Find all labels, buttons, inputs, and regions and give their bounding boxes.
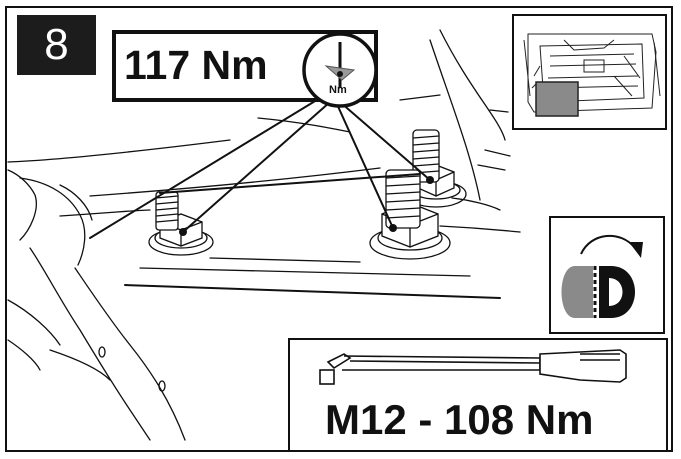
torque-value: 117 Nm [124, 42, 268, 88]
leader-line-cross [159, 173, 421, 194]
target-dot-front [389, 224, 397, 232]
arm-outline [7, 339, 41, 371]
bolt-thread-back [412, 135, 440, 174]
side-indicator-box [549, 216, 665, 334]
arm-hole [158, 380, 166, 392]
leader-line-extra [89, 94, 326, 239]
arm-outline [49, 349, 111, 381]
target-dot-back [426, 176, 434, 184]
leader-line-front [335, 101, 394, 229]
arm-outline [7, 299, 61, 346]
tool-spec-label: M12 - 108 Nm [325, 396, 594, 443]
leader-line-back [339, 101, 431, 181]
torque-icon-unit: Nm [329, 84, 347, 96]
bolt-stud-front [385, 169, 421, 229]
frame-line [484, 149, 511, 157]
target-dot-left [179, 228, 187, 236]
highlight-region [535, 81, 579, 117]
torque-wrench-icon [302, 32, 378, 108]
location-thumbnail [512, 14, 667, 130]
arm-outline [19, 177, 86, 266]
arm-outline [74, 267, 186, 441]
bolt-thread-front [385, 175, 421, 219]
frame-line [429, 39, 481, 201]
frame-line [59, 209, 151, 217]
arm-hole [98, 346, 106, 358]
frame-line [439, 225, 521, 233]
vehicle-overview-sketch [523, 33, 661, 117]
frame-line [399, 94, 441, 101]
frame-line [477, 164, 506, 171]
side-switch-icon [561, 234, 643, 318]
frame-line [257, 117, 351, 133]
arm-outline [59, 184, 93, 221]
frame-line [89, 167, 381, 197]
torque-wrench-tool-icon [319, 349, 627, 385]
arm-outline [7, 169, 37, 241]
tool-spec-box: M12 - 108 Nm [288, 338, 668, 452]
frame-line [451, 197, 501, 211]
frame-line [439, 29, 506, 141]
frame-line [209, 257, 361, 263]
frame-line [124, 284, 501, 299]
leader-line-left [182, 101, 331, 233]
bolt-thread-left [155, 195, 179, 223]
step-number-badge: 8 [17, 15, 96, 75]
frame-line [7, 139, 231, 163]
frame-line [489, 109, 509, 113]
rotate-arrow-icon [580, 234, 636, 255]
arm-outline [29, 247, 151, 441]
frame-line [139, 267, 471, 277]
